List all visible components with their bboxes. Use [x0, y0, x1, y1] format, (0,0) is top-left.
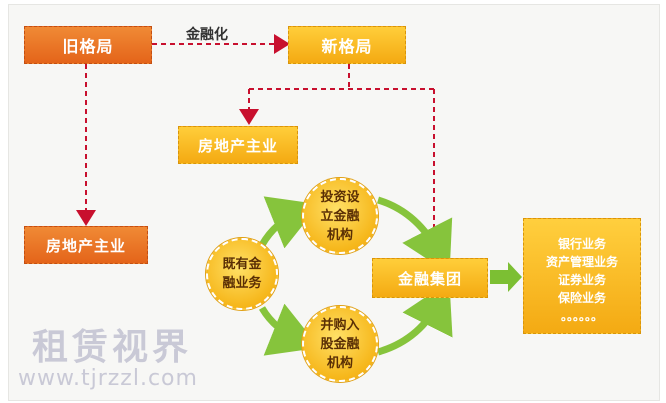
- node-real-estate-bottom: 房地产主业: [24, 226, 148, 264]
- edge-label-financialization: 金融化: [186, 27, 228, 43]
- watermark-url: www.tjrzzl.com: [18, 366, 198, 391]
- service-ellipsis: 。。。。。。: [560, 309, 603, 323]
- service-banking: 银行业务: [557, 237, 606, 251]
- service-insurance: 保险业务: [557, 291, 606, 305]
- green-arrow-existing-to-acquire: [258, 303, 320, 356]
- circle-acquire-institution: 并购入 股金融 机构: [302, 306, 378, 382]
- circle-existing-finance: 既有金 融业务: [206, 238, 278, 310]
- service-asset-management: 资产管理业务: [545, 255, 618, 269]
- node-new-pattern: 新格局: [288, 26, 406, 64]
- green-arrow-acquire-to-group: [376, 281, 453, 356]
- green-arrow-existing-to-invest: [258, 196, 320, 249]
- node-old-pattern: 旧格局: [24, 26, 152, 64]
- circle-invest-new-institution: 投资设 立金融 机构: [302, 178, 378, 254]
- node-financial-group: 金融集团: [372, 258, 488, 298]
- arrow-group-to-services: [490, 262, 522, 292]
- node-real-estate-top: 房地产主业: [178, 126, 298, 164]
- financial-services-box: 银行业务 资产管理业务 证券业务 保险业务 。。。。。。: [523, 218, 641, 334]
- green-arrow-invest-to-group: [376, 196, 453, 274]
- service-securities: 证券业务: [557, 273, 606, 287]
- watermark-title: 租赁视界: [32, 326, 193, 368]
